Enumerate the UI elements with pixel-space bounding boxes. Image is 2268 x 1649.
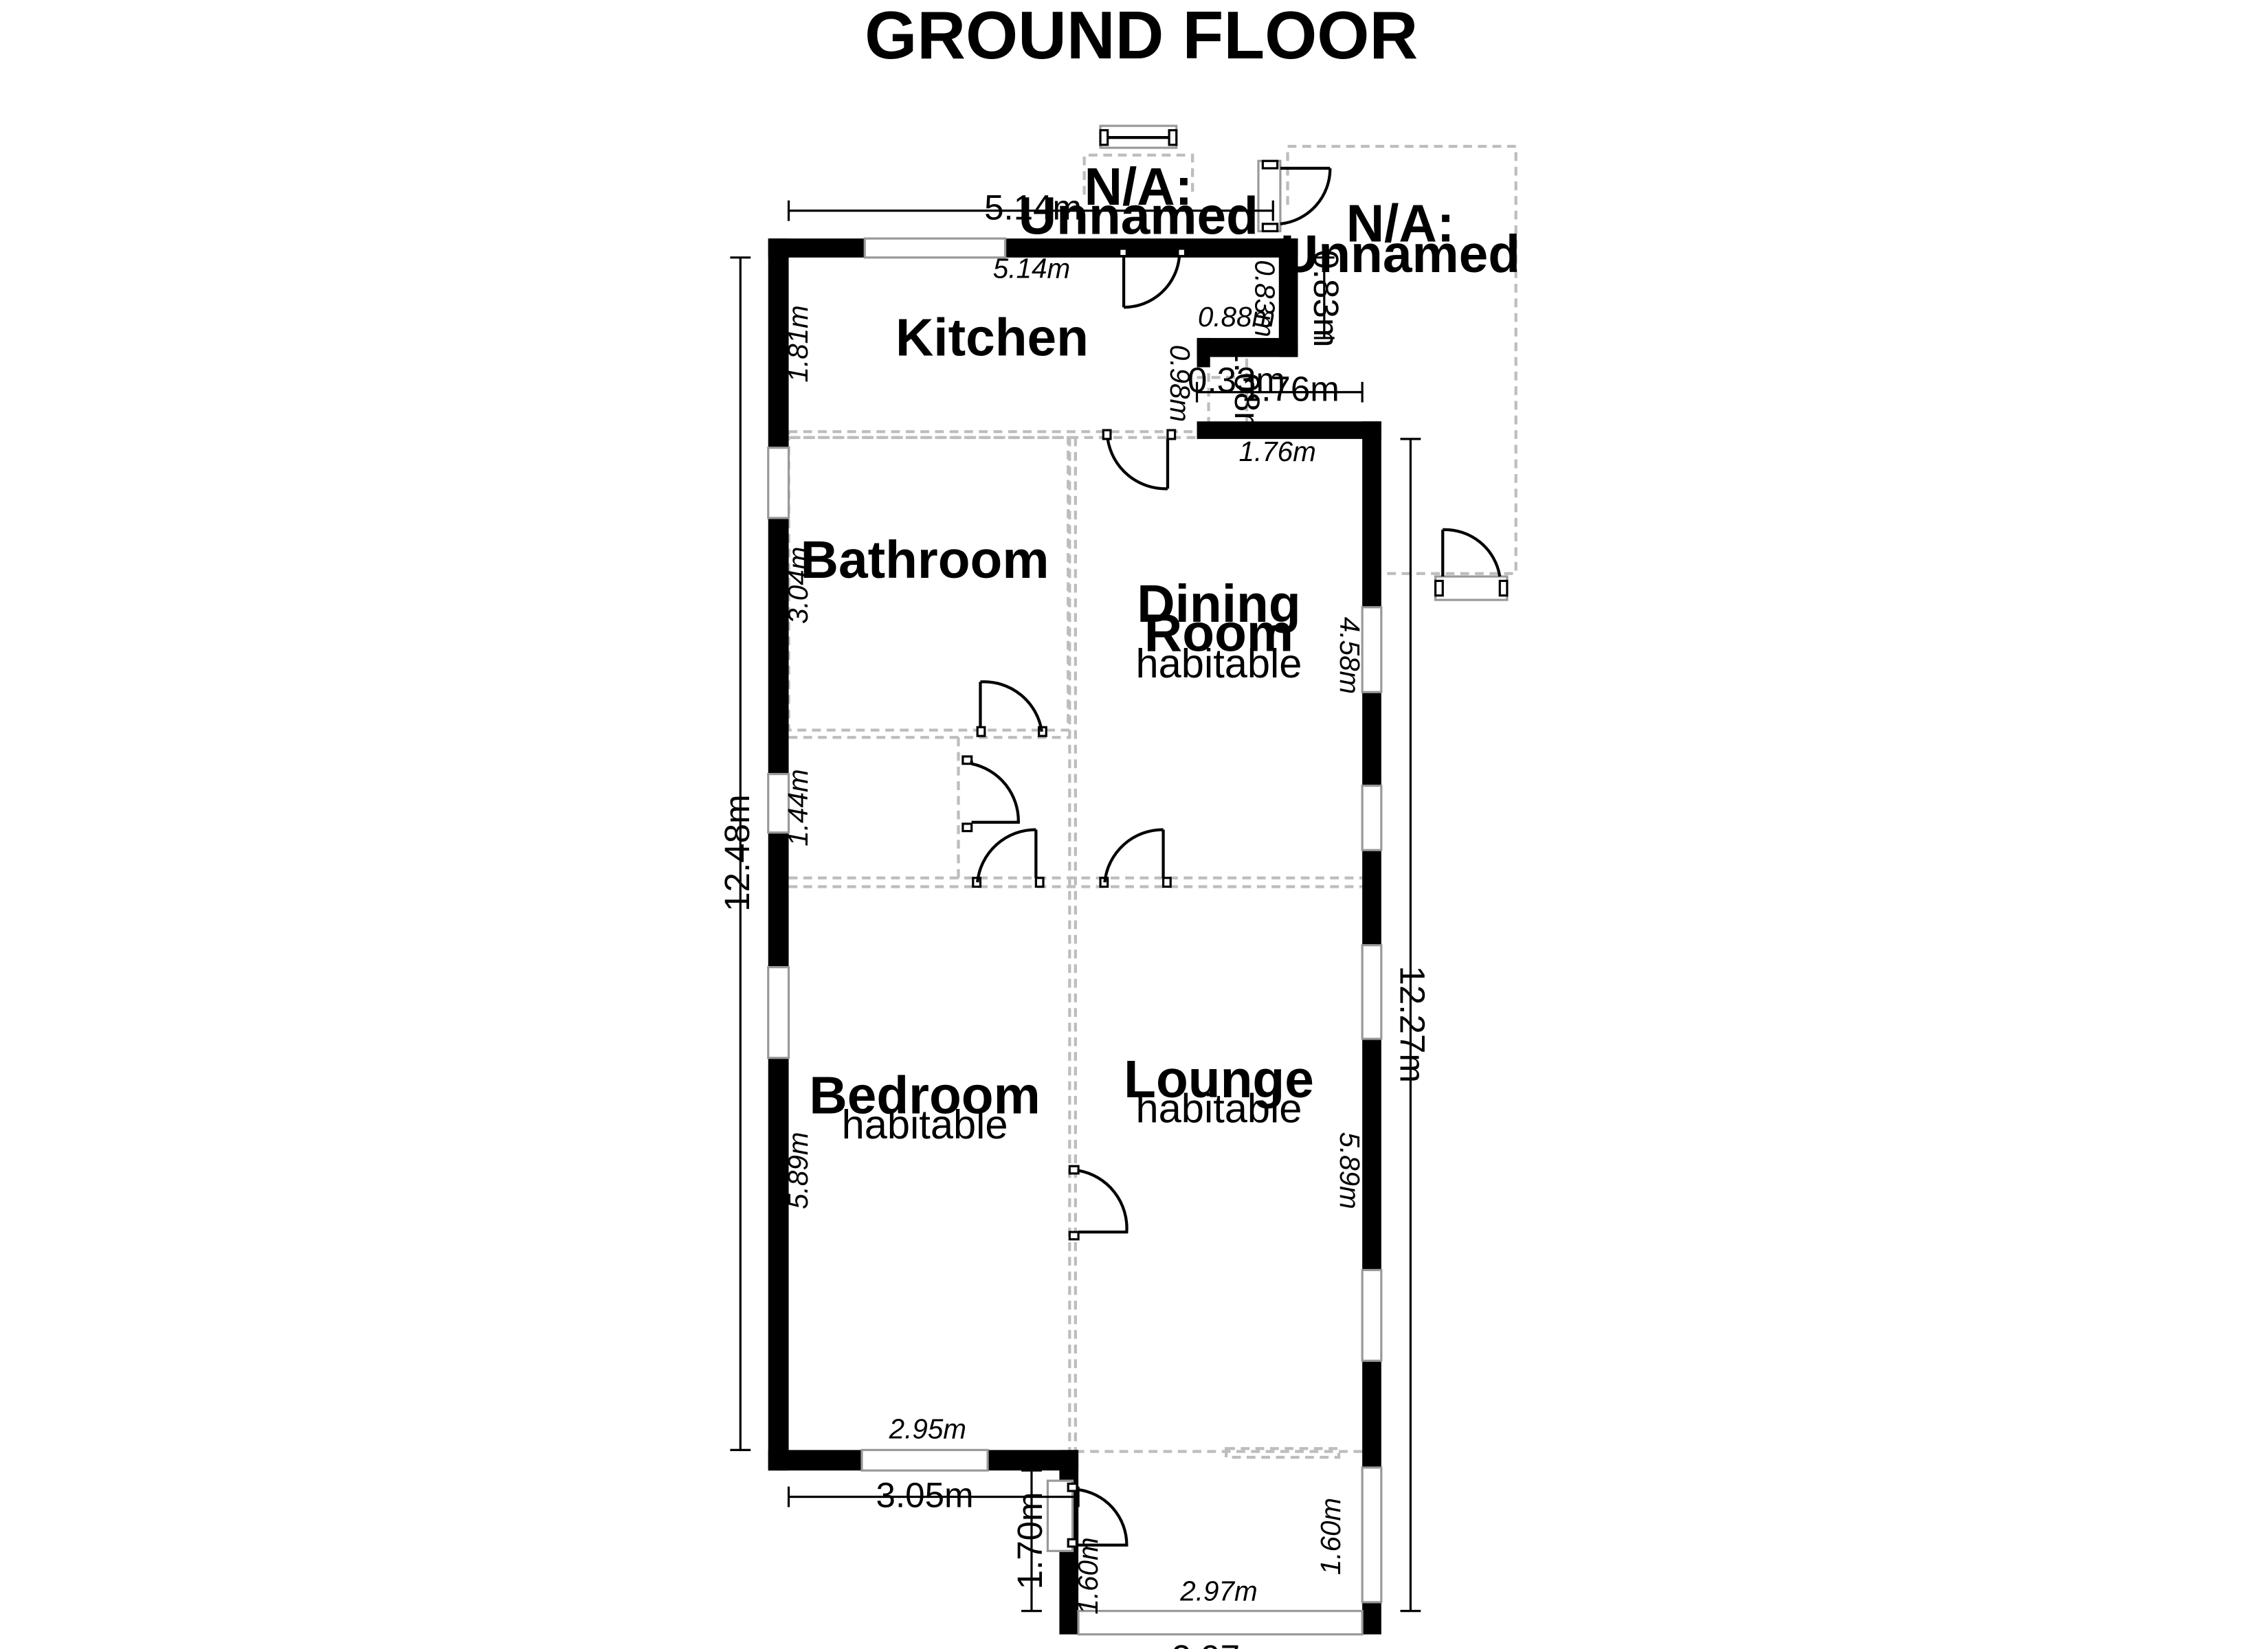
dim-notch-inner-h: 0.88m [1198,301,1275,333]
window [863,237,1007,259]
dim-right-outer: 12.27m [1392,965,1432,1082]
window [1361,606,1383,693]
room-label-kitchen: Kitchen [896,309,1089,367]
dim-step-small-v: 1.08m [1227,344,1267,441]
window [767,772,790,834]
door [1046,1479,1129,1552]
dim-bathroom-left: 3.04m [782,547,814,624]
dim-top-outer: 5.14m [984,188,1082,227]
window [767,966,790,1059]
dim-bottom-left-outer: 3.05m [876,1475,974,1514]
door [1099,124,1178,149]
room-label-lounge: Lounge [1124,1051,1314,1109]
window [1361,1268,1383,1362]
room-label-na-top-line1: N/A: [1085,158,1192,216]
dim-porch-outer-h: 2.97m [1172,1638,1269,1649]
dim-bedroom-left: 5.89m [782,1132,814,1209]
dim-dining-right: 4.58m [1334,617,1366,694]
room-label-na-top-line2: Unnamed [1019,188,1258,246]
room-labels: Kitchen Bathroom Dining Room habitable B… [801,158,1520,1147]
door [1102,429,1177,491]
room-type-lounge: habitable [1136,1085,1302,1131]
room-label-bathroom: Bathroom [801,531,1049,590]
door [1257,159,1332,233]
external-areas [1082,144,1517,575]
dim-left-outer: 12.48m [718,794,757,911]
door [1068,1165,1129,1241]
dimension-labels: 5.14m 5.14m 12.48m 12.27m 1.81m 3.04m 1.… [718,188,1432,1649]
page-title: GROUND FLOOR [865,0,1418,73]
dim-bedroom-bottom: 2.95m [889,1413,966,1444]
room-label-dining-line2: Room [1144,605,1293,663]
dimension-lines [730,200,1421,1613]
doors [961,124,1509,1552]
window [1077,1610,1364,1636]
dim-notch-outer: 0.83m [1307,249,1346,347]
dim-step-inner-h: 1.76m [1238,436,1315,467]
dim-top-inner: 5.14m [993,253,1070,284]
window [1361,1466,1383,1604]
door [961,755,1020,833]
window [767,447,790,519]
dim-step-v: 0.98m [1164,345,1196,422]
dim-porch-left: 1.60m [1072,1537,1104,1614]
dim-lounge-right: 5.89m [1334,1132,1366,1209]
door [1118,247,1187,309]
windows [767,237,1383,1636]
dim-step-small-h: 0.33m [1188,361,1285,400]
dim-porch-outer-v: 1.70m [1010,1492,1049,1589]
room-type-bedroom: habitable [842,1101,1008,1147]
dim-notch-inner-v: 0.83m [1249,260,1281,337]
door [972,828,1045,888]
window [1361,784,1383,851]
room-label-na-right-line2: Unnamed [1280,225,1520,284]
room-label-dining-line1: Dining [1137,575,1300,633]
window [1361,944,1383,1040]
room-label-na-right-line1: N/A: [1346,194,1454,253]
window [860,1448,989,1472]
door [1099,828,1172,888]
internal-partitions [787,358,1363,1459]
dim-porch-inner-h: 2.97m [1179,1575,1257,1607]
door [976,680,1047,737]
dim-porch-right: 1.60m [1315,1498,1346,1575]
room-label-bedroom: Bedroom [809,1067,1040,1125]
door [1434,528,1509,601]
dim-hall-left: 1.44m [782,769,814,846]
dim-kitchen-left: 1.81m [782,305,814,382]
room-type-dining: habitable [1136,640,1302,686]
dim-step-outer-h: 1.76m [1242,369,1339,408]
